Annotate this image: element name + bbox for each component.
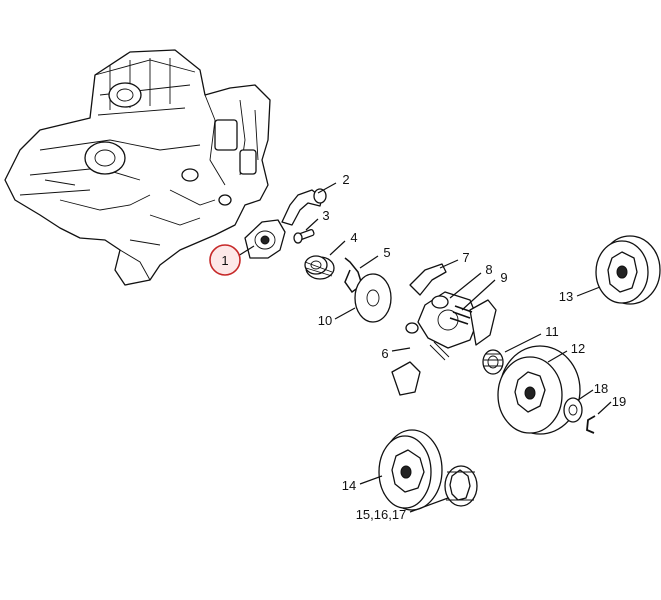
part-2-drawing <box>281 188 327 226</box>
callout-18[interactable]: 18 <box>594 381 608 396</box>
callout-4[interactable]: 4 <box>350 230 357 245</box>
callout-12[interactable]: 12 <box>571 341 585 356</box>
part-4-drawing <box>304 255 335 280</box>
callout-15-16-17[interactable]: 15,16,17 <box>356 507 407 522</box>
callout-1[interactable]: 1 <box>221 253 228 268</box>
callout-8[interactable]: 8 <box>485 262 492 277</box>
callout-9[interactable]: 9 <box>500 270 507 285</box>
part-11-drawing <box>482 349 504 375</box>
callout-10[interactable]: 10 <box>318 313 332 328</box>
callout-19[interactable]: 19 <box>612 394 626 409</box>
part-13-drawing <box>595 235 661 305</box>
callout-2[interactable]: 2 <box>342 172 349 187</box>
part-7-drawing <box>409 263 447 296</box>
engine-housing-drawing <box>4 49 271 286</box>
callout-13[interactable]: 13 <box>559 289 573 304</box>
part-3-drawing <box>293 229 315 244</box>
callout-labels: 1 2 3 4 5 6 7 8 9 10 11 12 13 14 15,16,1… <box>221 172 626 522</box>
clutch-assembly-drawing <box>391 291 497 396</box>
part-15-16-17-drawing <box>444 465 478 507</box>
part-19-drawing <box>586 415 596 434</box>
part-10-drawing <box>354 273 392 323</box>
callout-11[interactable]: 11 <box>545 324 559 339</box>
callout-3[interactable]: 3 <box>322 208 329 223</box>
leader-lines <box>237 182 612 513</box>
part-14-drawing <box>378 429 443 511</box>
callout-6[interactable]: 6 <box>381 346 388 361</box>
callout-5[interactable]: 5 <box>383 245 390 260</box>
part-1-drawing <box>244 219 286 259</box>
part-18-drawing <box>563 397 583 423</box>
callout-7[interactable]: 7 <box>462 250 469 265</box>
callout-14[interactable]: 14 <box>342 478 356 493</box>
callout-1-highlight-ring <box>209 244 241 276</box>
part-12-drawing <box>497 345 581 435</box>
